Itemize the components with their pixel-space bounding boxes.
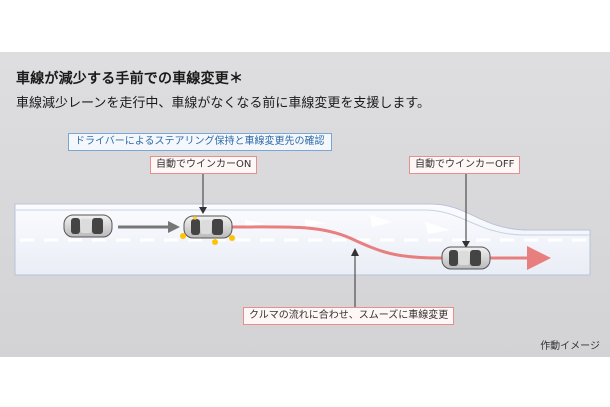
pointer-blinker-on-head (199, 207, 207, 214)
blinker-light-2 (212, 239, 218, 245)
blinker-light-icons (180, 216, 235, 245)
lane-direction-arrows (245, 215, 450, 234)
lane-arrow-2 (305, 219, 325, 227)
lane-arrow-3 (370, 215, 392, 227)
blinker-light-4 (193, 216, 197, 220)
image-caption: 作動イメージ (540, 341, 600, 352)
pointer-lane-change-head (351, 248, 359, 256)
driver-check-label: ドライバーによるステアリング保持と車線変更先の確認 (68, 133, 332, 151)
blinker-off-label: 自動でウインカーOFF (409, 156, 521, 174)
page-title: 車線が減少する手前での車線変更＊ (16, 71, 244, 87)
car-icon-start (63, 214, 113, 238)
movement-arrow-head (168, 221, 180, 233)
car-icon-blinker-on (183, 215, 233, 239)
blinker-light-1 (180, 233, 186, 239)
pointer-blinker-off-head (462, 241, 470, 248)
blinker-light-3 (229, 235, 235, 241)
lane-change-label: クルマの流れに合わせ、スムーズに車線変更 (243, 307, 455, 325)
blinker-on-label: 自動でウインカーON (150, 156, 258, 174)
lane-arrow-4 (425, 222, 450, 234)
road-edge (15, 209, 590, 236)
lane-change-path (231, 225, 551, 270)
car-icon-end (441, 246, 491, 270)
page-subtitle: 車線減少レーンを走行中、車線がなくなる前に車線変更を支援します。 (16, 96, 431, 111)
